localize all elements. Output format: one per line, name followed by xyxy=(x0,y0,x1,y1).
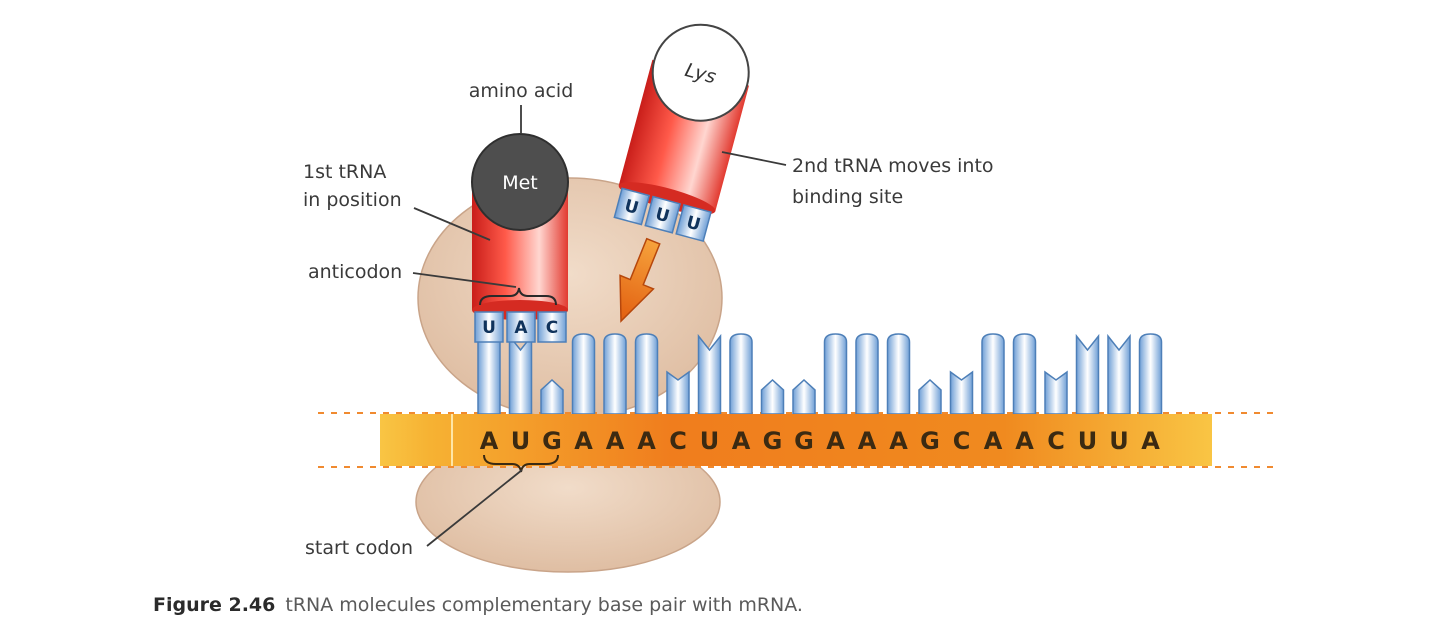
mrna-base-peg xyxy=(760,378,785,415)
mrna-base-peg xyxy=(918,378,942,415)
mrna-base-peg xyxy=(1012,333,1037,415)
mrna-base-letter: C xyxy=(669,427,687,455)
mrna-base-letter: G xyxy=(542,427,562,455)
mrna-base-peg xyxy=(1138,333,1163,415)
mrna-base-letter: C xyxy=(953,427,971,455)
label-anticodon: anticodon xyxy=(308,261,402,283)
mrna-base-peg xyxy=(1107,333,1131,415)
label-amino-acid: amino acid xyxy=(469,80,574,102)
mrna-base-peg xyxy=(634,333,659,415)
anticodon-base xyxy=(474,311,504,343)
anticodon-base xyxy=(644,195,681,234)
mrna-base-letter: C xyxy=(1047,427,1065,455)
anticodon-letter: U xyxy=(622,196,641,219)
anticodon-letter: A xyxy=(514,318,528,338)
mrna-base-letter: G xyxy=(794,427,814,455)
mrna-base-peg xyxy=(1044,370,1068,415)
mrna-base-letter: A xyxy=(889,427,908,455)
anticodon-base xyxy=(506,311,536,343)
anticodon-letter: U xyxy=(684,213,703,236)
label-first-trna-line2: in position xyxy=(303,189,402,211)
figure-caption: Figure 2.46 tRNA molecules complementary … xyxy=(153,594,803,616)
mrna-base-peg xyxy=(823,333,848,415)
mrna-base-peg xyxy=(886,333,911,415)
binding-arrow xyxy=(619,237,661,323)
mrna-base-letter: A xyxy=(858,427,877,455)
mrna-base-letter: G xyxy=(763,427,783,455)
mrna-base-letter: A xyxy=(826,427,845,455)
mrna-base-peg xyxy=(571,333,596,415)
anticodon-letter: C xyxy=(546,318,558,338)
mrna-base-letter: U xyxy=(1109,427,1129,455)
anticodon-brace xyxy=(479,287,557,306)
leader-lines xyxy=(412,105,787,547)
start-codon-brace xyxy=(483,454,559,473)
mrna-base-letter: A xyxy=(480,427,499,455)
mrna-base-pegs xyxy=(477,333,1163,415)
mrna-base-letter: U xyxy=(700,427,720,455)
mrna-base-peg xyxy=(792,378,816,415)
mrna-base-peg xyxy=(981,333,1005,415)
mrna-base-letter: A xyxy=(732,427,751,455)
met-amino-acid xyxy=(471,133,569,231)
mrna-base-peg xyxy=(855,333,879,415)
mrna-base-peg xyxy=(1075,333,1100,415)
mrna-base-letter: U xyxy=(511,427,531,455)
mrna-base-letter: A xyxy=(574,427,593,455)
label-second-trna-line1: 2nd tRNA moves into xyxy=(792,155,994,177)
mrna-base-peg xyxy=(729,333,753,415)
mrna-base-letter: A xyxy=(1141,427,1160,455)
ribosome xyxy=(415,177,723,573)
mrna-base-peg xyxy=(949,370,974,415)
figure-number: Figure 2.46 xyxy=(153,594,276,616)
mrna-base-peg xyxy=(477,333,501,415)
mrna-base-letter: A xyxy=(637,427,656,455)
mrna-base-peg xyxy=(603,333,627,415)
mrna-base-letter: A xyxy=(1015,427,1034,455)
anticodon-base xyxy=(537,311,567,343)
mrna-base-peg xyxy=(697,333,722,415)
mrna-base-letter: A xyxy=(606,427,625,455)
met-label: Met xyxy=(502,172,538,194)
mrna-base-letter: A xyxy=(984,427,1003,455)
mrna-base-letter: U xyxy=(1078,427,1098,455)
anticodon-base xyxy=(613,187,651,226)
label-second-trna-line2: binding site xyxy=(792,186,903,208)
figure-caption-text: tRNA molecules complementary base pair w… xyxy=(285,594,803,616)
mrna-base-letter: G xyxy=(920,427,940,455)
anticodon-letter: U xyxy=(482,318,496,338)
label-start-codon: start codon xyxy=(305,537,413,559)
label-first-trna-line1: 1st tRNA xyxy=(303,161,386,183)
anticodon-base xyxy=(675,203,712,243)
lys-amino-acid xyxy=(651,23,750,122)
anticodon-letter: U xyxy=(653,204,672,227)
